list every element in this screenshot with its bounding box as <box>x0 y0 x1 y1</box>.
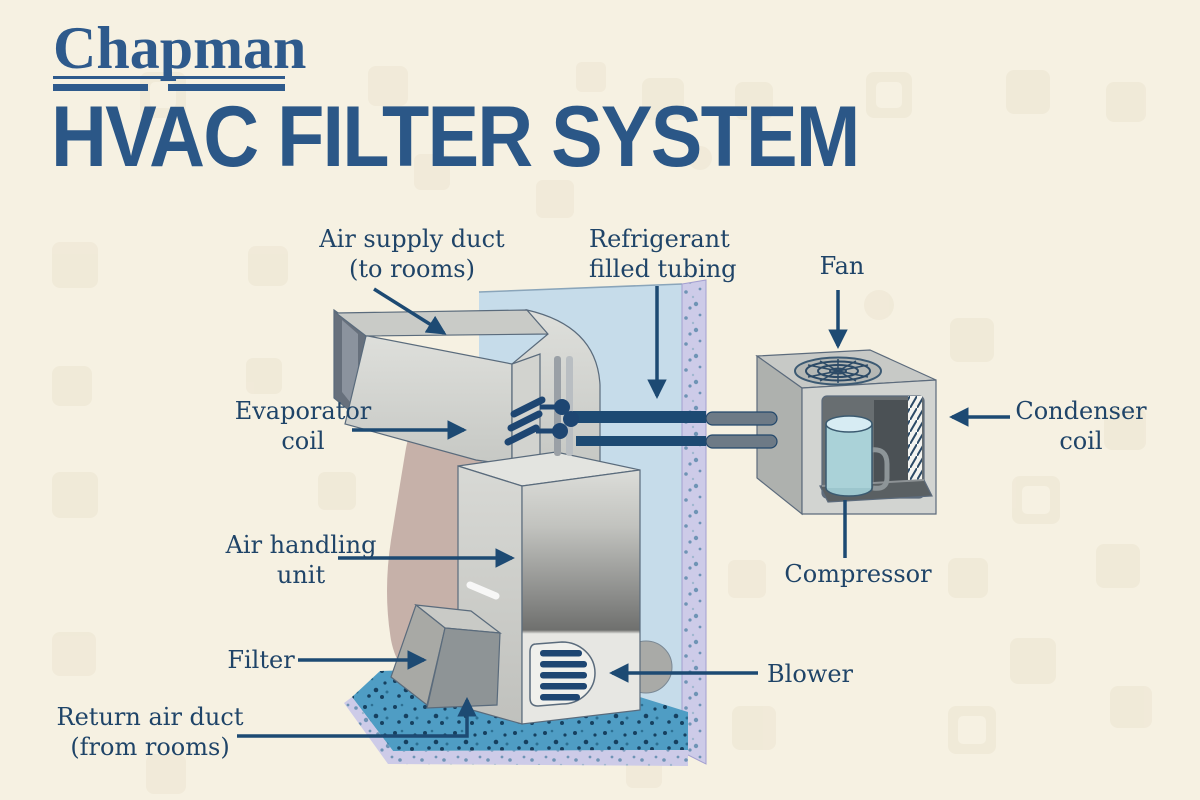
label-condenser-coil: Condenser coil <box>1015 397 1147 455</box>
brand-underline-right <box>168 84 285 91</box>
air-handling-unit-box <box>457 451 641 725</box>
label-fan: Fan <box>819 252 865 280</box>
fan-grille-icon <box>794 356 882 386</box>
background-watermark-icons <box>52 62 1152 794</box>
label-air-supply-duct: Air supply duct (to rooms) <box>319 225 505 283</box>
brand-underline-left <box>53 84 148 91</box>
blower-grille-icon <box>540 650 587 701</box>
page-title: HVAC FILTER SYSTEM <box>51 89 860 185</box>
compressor-cylinder <box>825 415 890 497</box>
label-return-air-duct: Return air duct (from rooms) <box>56 703 244 761</box>
return-air-duct-arrow <box>237 697 477 738</box>
evaporator-coil-icon <box>504 356 579 456</box>
refrigerant-lines <box>568 411 778 449</box>
label-refrigerant-tubing: Refrigerant filled tubing <box>589 225 737 283</box>
label-evaporator-coil: Evaporator coil <box>234 397 372 455</box>
label-compressor: Compressor <box>784 560 932 588</box>
brand-thin-rule <box>53 76 285 79</box>
label-air-handling-unit: Air handling unit <box>225 531 377 589</box>
brand-logo: Chapman <box>53 15 307 81</box>
label-blower: Blower <box>767 660 853 688</box>
label-filter: Filter <box>227 646 295 674</box>
air-supply-duct-arrow <box>373 287 447 335</box>
annotation-arrows <box>237 286 1010 738</box>
condenser-unit <box>755 349 937 516</box>
